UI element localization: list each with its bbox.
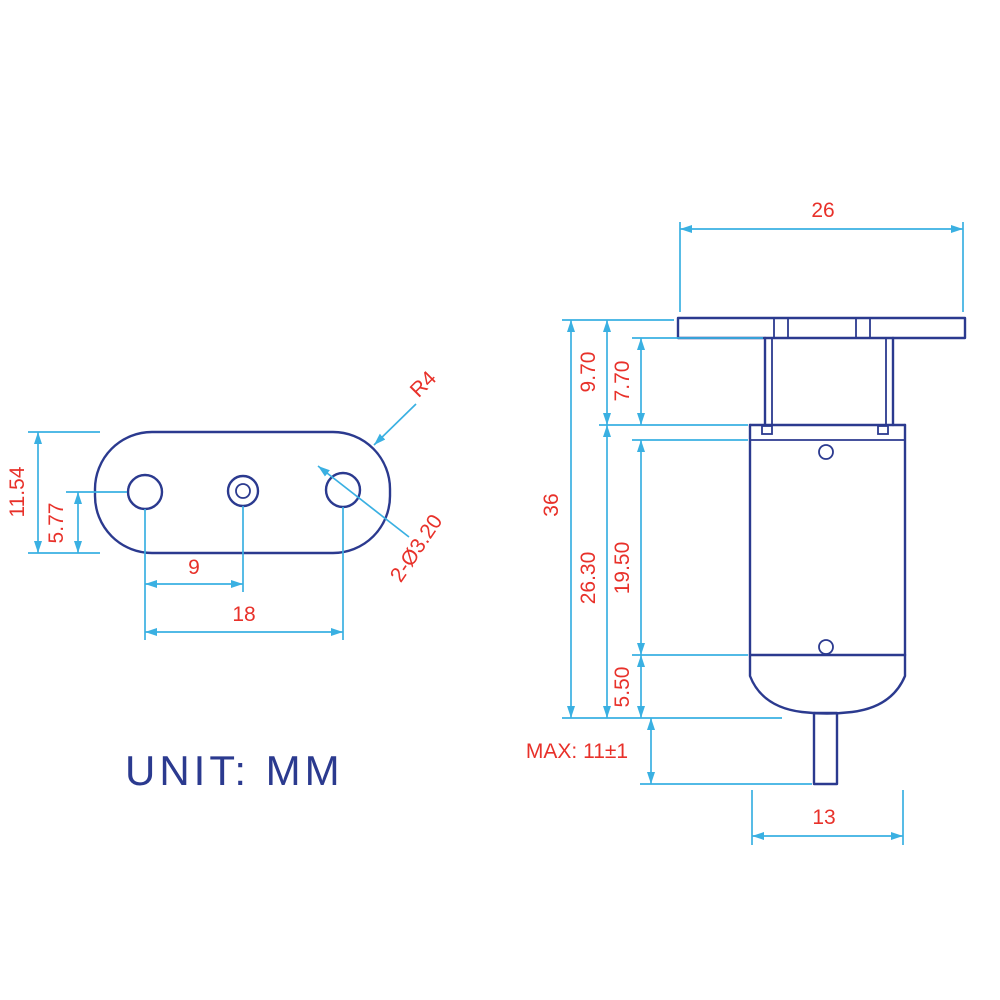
dim-upper-section: 9.70 [577,320,748,426]
bottom-screw [818,639,834,655]
dim-hole-to-center: 9 [144,506,244,640]
dim-label: 9.70 [577,352,600,393]
output-shaft [812,711,839,786]
dim-body-width: 13 [751,790,904,845]
end-cap-dome [748,653,907,715]
dim-label: 7.70 [611,361,634,402]
top-screw [818,444,834,460]
motor-side-view: 26 36 9.70 26.30 7.70 [526,199,967,845]
dim-overall-height: 11.54 [6,431,100,554]
unit-label: UNIT: MM [125,747,344,794]
dim-label: 5.50 [611,667,634,708]
right-mount-hole [324,471,362,509]
dim-gear-section: 7.70 [611,337,763,425]
dim-label: 36 [540,493,563,516]
dim-shaft-max: MAX: 11±1 [526,718,812,785]
dim-label: 11.54 [6,466,29,517]
left-mount-hole [126,473,164,511]
dim-label: R4 [406,367,441,402]
dim-corner-radius: R4 [373,367,441,446]
leader-line [373,403,417,446]
dim-body-length: 26.30 [577,425,611,718]
dim-half-height: 5.77 [45,491,127,553]
dim-label: 18 [232,603,255,626]
dim-overall-length: 36 [540,319,782,719]
dim-cap-section: 5.50 [611,655,645,718]
dim-hole-spacing: 18 [145,507,344,640]
dim-label: 13 [812,806,835,829]
flange-plate [676,316,967,340]
dim-label: 5.77 [45,503,68,544]
dim-label: MAX: 11±1 [526,740,628,763]
center-bearing-inner [235,483,251,499]
flange-top-view: 11.54 5.77 9 18 R4 2-Ø3.20 [6,367,447,640]
dim-label: 9 [188,556,200,579]
mount-tab-right [877,425,889,435]
leader-line [317,465,410,538]
dim-label: 2-Ø3.20 [386,510,448,586]
dim-flange-width: 26 [679,199,964,312]
center-bearing-outer [226,474,260,508]
dim-label: 26 [811,199,834,222]
dim-label: 19.50 [611,542,634,595]
dim-label: 26.30 [577,552,600,605]
dim-body-section: 19.50 [611,439,748,656]
mount-tab-left [761,425,773,435]
